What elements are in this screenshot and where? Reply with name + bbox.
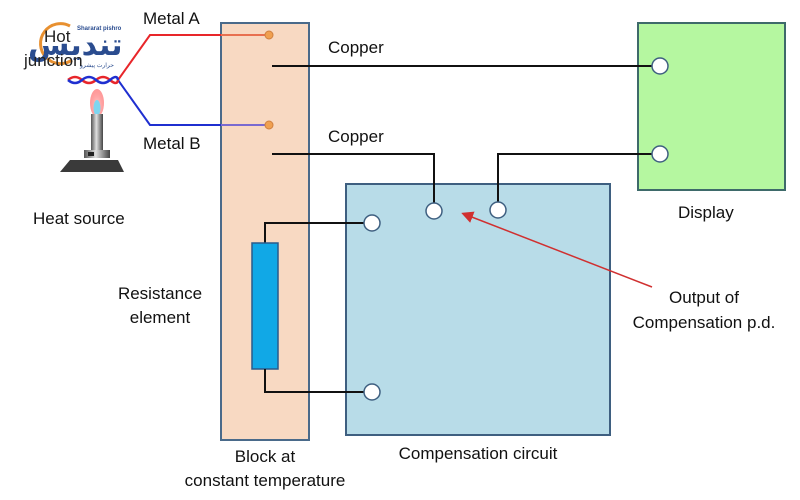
- resistance-element: [251, 242, 279, 370]
- logo-subtitle-persian: حرارت پیشرو: [80, 63, 114, 69]
- metal-b-terminal: [264, 120, 274, 130]
- copper-label-2: Copper: [328, 127, 384, 146]
- display-terminal-bottom[interactable]: [651, 145, 669, 163]
- block-label-line1: Block at: [234, 447, 296, 466]
- compensation-terminal-resistor-top[interactable]: [363, 214, 381, 232]
- block-label-line2: constant temperature: [184, 471, 346, 490]
- compensation-to-display-wire: [497, 153, 660, 203]
- display-terminal-top[interactable]: [651, 57, 669, 75]
- metal-b-label: Metal B: [143, 134, 201, 153]
- copper-wire-2: [272, 153, 435, 204]
- metal-a-label: Metal A: [143, 9, 200, 28]
- compensation-terminal-resistor-bottom[interactable]: [363, 383, 381, 401]
- bunsen-burner-icon: [60, 89, 124, 172]
- hot-junction-label-line2: junction: [24, 51, 83, 70]
- output-label-line2: Compensation p.d.: [632, 313, 776, 332]
- compensation-terminal-output[interactable]: [489, 201, 507, 219]
- hot-junction-label-line1: Hot: [44, 27, 71, 46]
- compensation-circuit-box: [345, 183, 611, 436]
- hot-junction-twist: [67, 75, 120, 85]
- logo-swoosh-icon: [39, 22, 73, 66]
- heat-source-label: Heat source: [33, 209, 125, 228]
- resistor-wire-bottom: [264, 369, 364, 393]
- display-label: Display: [678, 203, 734, 222]
- logo-text: تندیس: [28, 28, 124, 63]
- output-label-line1: Output of: [669, 288, 739, 307]
- compensation-terminal-copper[interactable]: [425, 202, 443, 220]
- resistance-label-line1: Resistance: [117, 284, 203, 303]
- compensation-circuit-label: Compensation circuit: [398, 444, 558, 463]
- resistor-wire-top: [264, 222, 364, 243]
- metal-a-terminal: [264, 30, 274, 40]
- watermark-logo: تندیس Shararat pishro حرارت پیشرو: [22, 22, 132, 82]
- output-pointer-arrow: [461, 211, 653, 288]
- resistance-label-line2: element: [129, 308, 191, 327]
- display-box: [637, 22, 786, 191]
- logo-subtitle: Shararat pishro: [77, 26, 122, 32]
- copper-label-1: Copper: [328, 38, 384, 57]
